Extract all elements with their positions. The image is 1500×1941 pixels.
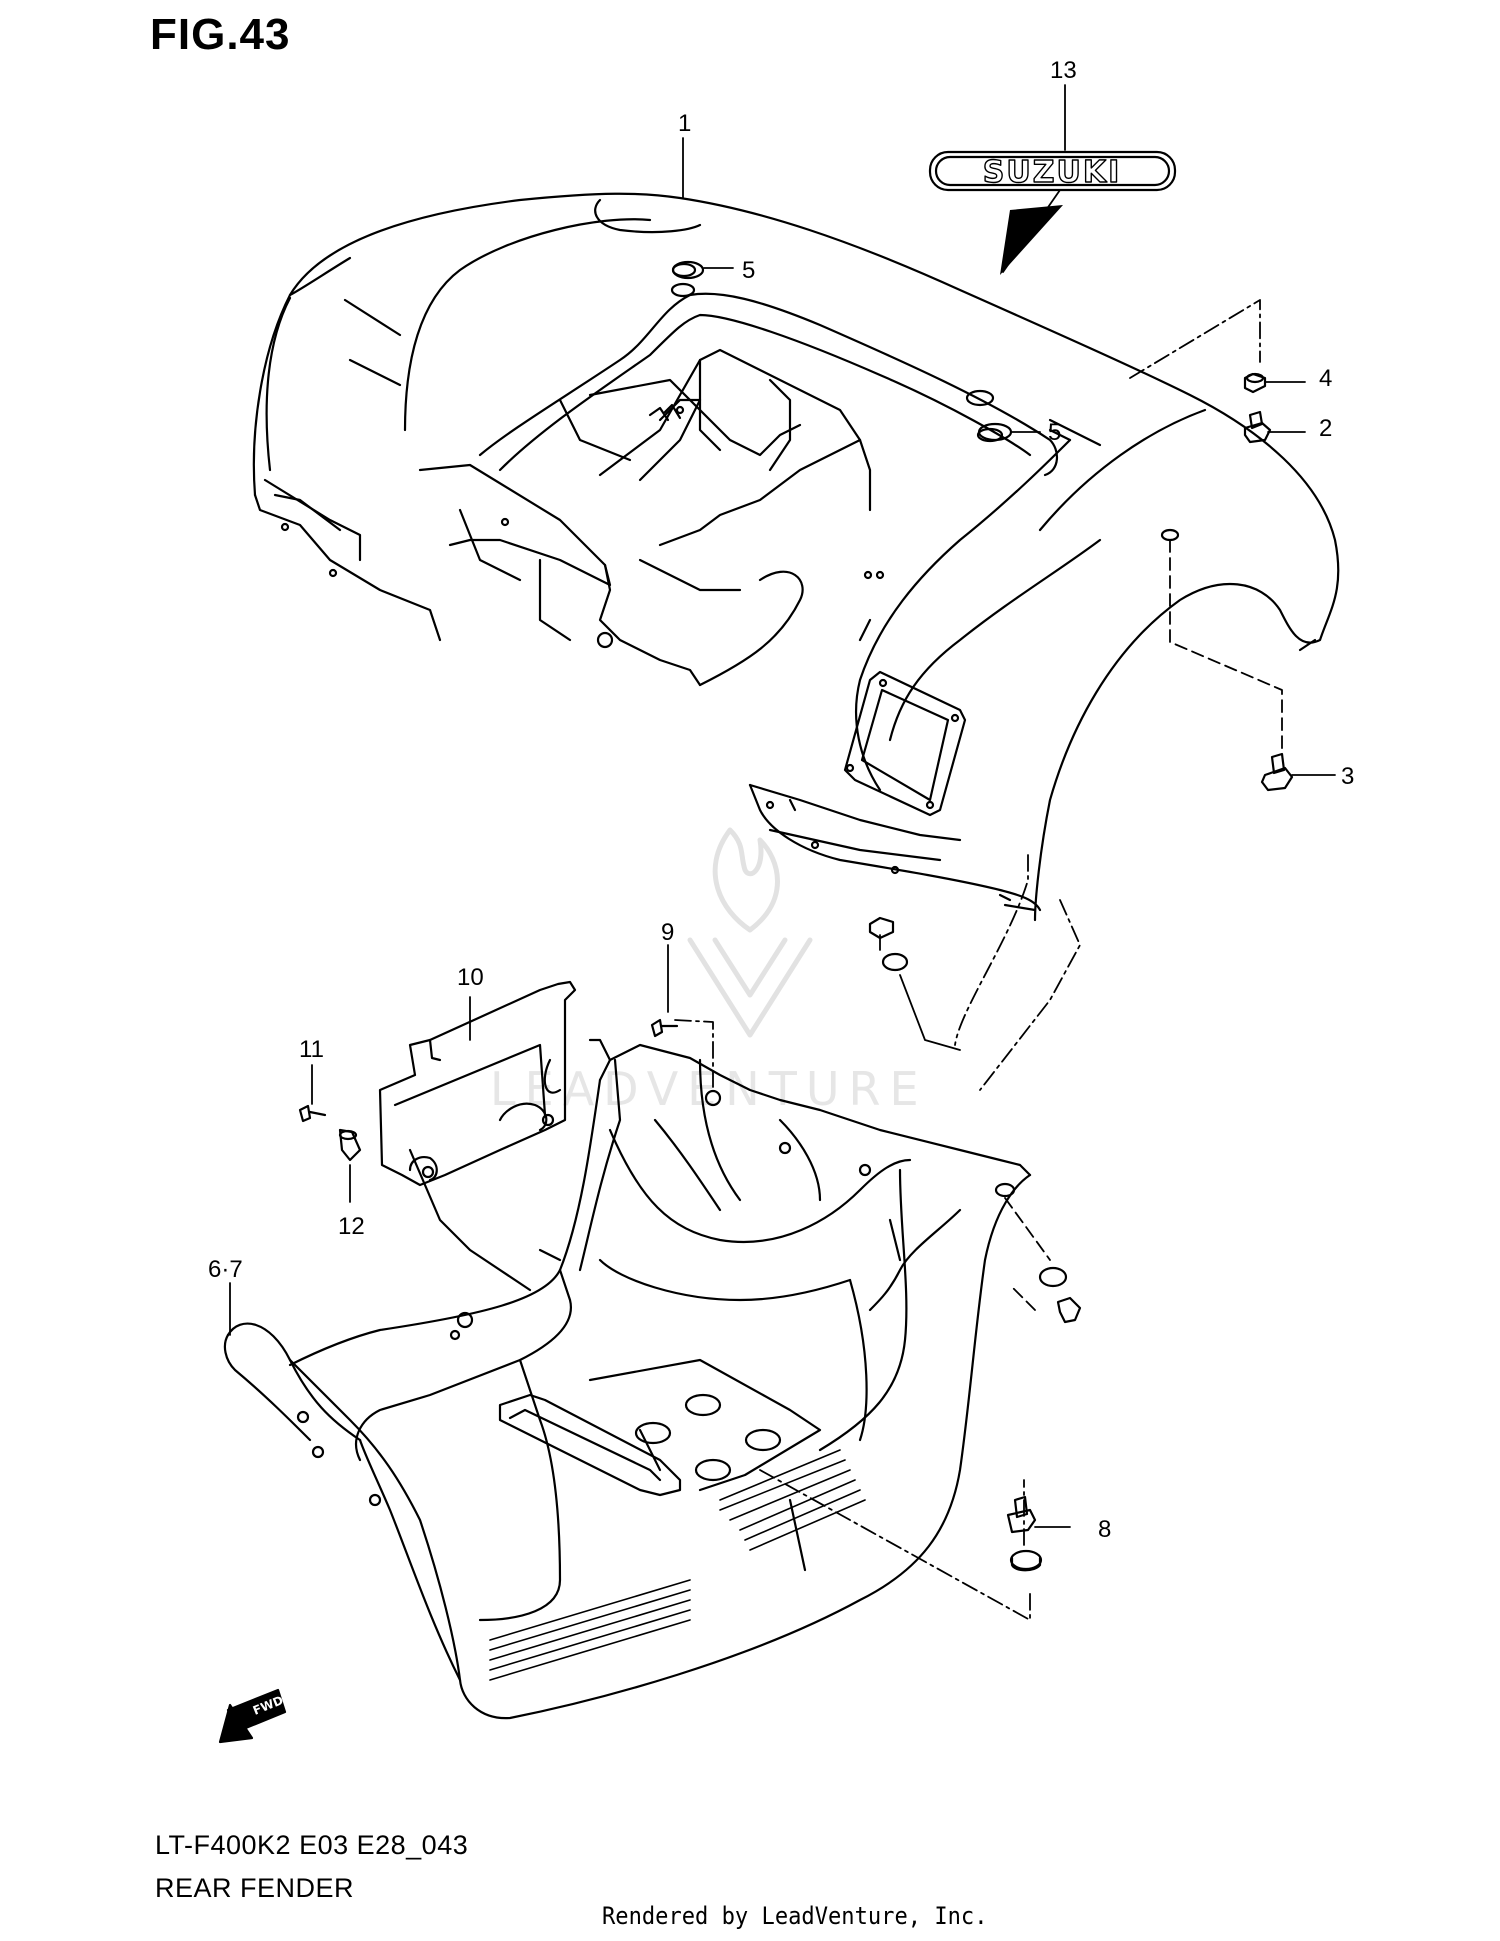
model-code: LT-F400K2 E03 E28_043 bbox=[155, 1830, 469, 1860]
callout-2: 2 bbox=[1319, 415, 1332, 442]
callout-1: 1 bbox=[678, 110, 691, 137]
diagram-subtitle: REAR FENDER bbox=[155, 1873, 355, 1903]
decal-pointer-arrow bbox=[1000, 205, 1063, 275]
cover-plate-part bbox=[378, 980, 577, 1187]
figure-title: FIG.43 bbox=[150, 10, 291, 59]
render-credit: Rendered by LeadVenture, Inc. bbox=[602, 1902, 988, 1930]
callout-4: 4 bbox=[1319, 365, 1332, 392]
callout-5-upper: 5 bbox=[742, 257, 755, 284]
leader-lines bbox=[229, 84, 1336, 1621]
callout-11: 11 bbox=[299, 1036, 324, 1063]
watermark-logo bbox=[687, 827, 813, 1038]
hardware-parts bbox=[298, 260, 1294, 1572]
callout-6-7: 6·7 bbox=[208, 1256, 243, 1283]
floor-board-part bbox=[223, 1038, 1032, 1720]
callout-13: 13 bbox=[1050, 57, 1077, 84]
callout-5-lower: 5 bbox=[1048, 419, 1061, 446]
callout-8: 8 bbox=[1098, 1516, 1111, 1543]
suzuki-decal-part bbox=[928, 150, 1177, 192]
callout-9: 9 bbox=[661, 919, 674, 946]
callout-12: 12 bbox=[338, 1213, 365, 1240]
callout-3: 3 bbox=[1341, 763, 1354, 790]
fwd-arrow-icon bbox=[218, 1688, 287, 1744]
rear-fender-upper-part bbox=[252, 192, 1340, 922]
suzuki-decal-text: SUZUKI bbox=[983, 155, 1122, 190]
tread-holes bbox=[489, 1449, 866, 1681]
callout-10: 10 bbox=[457, 964, 484, 991]
